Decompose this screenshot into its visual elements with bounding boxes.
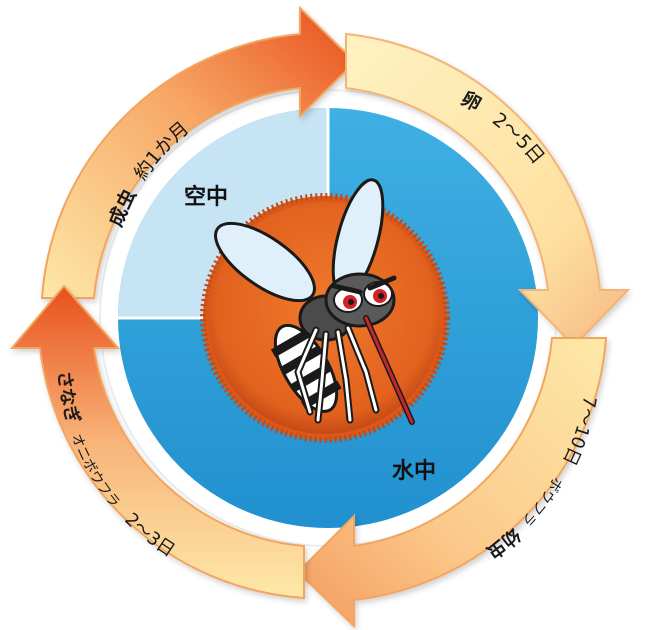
water-zone-label: 水中 <box>392 459 436 484</box>
egg-arrow <box>345 32 631 348</box>
air-zone-label: 空中 <box>184 184 228 210</box>
mosquito-icon <box>214 178 415 425</box>
larva-arrow <box>296 337 608 629</box>
pupa-arrow <box>9 284 305 600</box>
adult-arrow <box>40 5 357 299</box>
